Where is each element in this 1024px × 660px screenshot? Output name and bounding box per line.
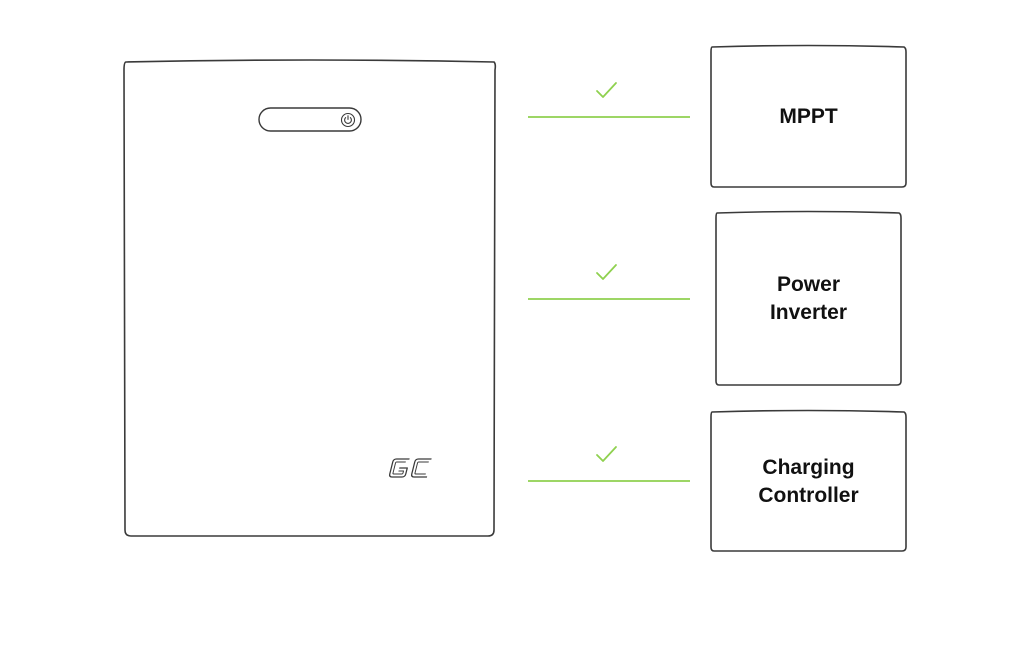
component-box-charging-controller xyxy=(710,409,907,552)
check-icon xyxy=(596,264,617,280)
component-label-mppt: MPPT xyxy=(779,105,838,128)
component-box-power-inverter xyxy=(715,210,902,386)
gc-logo xyxy=(388,458,432,478)
connectors-layer xyxy=(528,82,690,482)
check-icon xyxy=(596,82,617,98)
component-label-power-inverter: Power Inverter xyxy=(769,273,848,324)
power-icon xyxy=(340,112,356,128)
component-box-mppt xyxy=(710,44,907,188)
battery-device xyxy=(123,59,497,537)
component-label-charging-controller: Charging Controller xyxy=(758,455,859,507)
power-button-slot xyxy=(258,107,362,132)
check-icon xyxy=(596,446,617,462)
